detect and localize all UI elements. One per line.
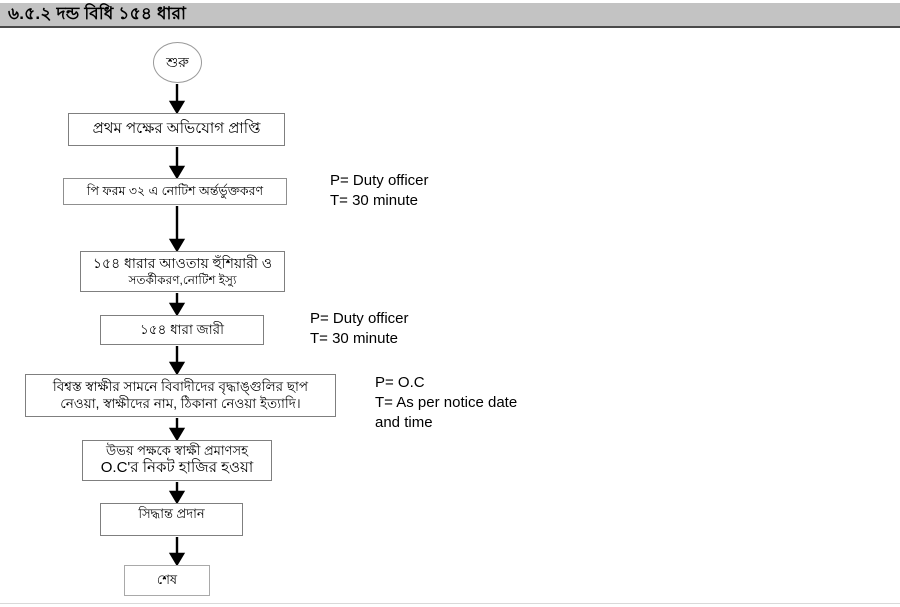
flow-step-label: ১৫৪ ধারা জারী (140, 321, 224, 337)
annotation-line: T= 30 minute (310, 330, 398, 347)
flow-step-label: সিদ্ধান্ত প্রদান (138, 506, 205, 521)
flow-step-label-line1: বিশ্বস্ত স্বাক্ষীর সামনে বিবাদীদের বৃদ্ধ… (52, 378, 309, 394)
flow-arrowhead (168, 302, 186, 317)
annotation-line: P= O.C (375, 374, 425, 391)
bottom-divider (0, 603, 900, 604)
flow-step-label-line2: O.C'র নিকট হাজির হওয়া (100, 459, 254, 477)
section-header: ৬.৫.২ দন্ড বিধি ১৫৪ ধারা (0, 3, 900, 28)
flow-start-label: শুরু (166, 53, 189, 70)
flow-step-decision-given: সিদ্ধান্ত প্রদান (100, 503, 243, 536)
flow-step-label-line1: উভয় পক্ষকে স্বাক্ষী প্রমাণসহ (106, 443, 248, 458)
flow-arrowhead (168, 165, 186, 180)
annotation-line: T= As per notice date (375, 394, 518, 411)
flow-step-label: প্রথম পক্ষের অভিযোগ প্রাপ্তি (92, 120, 261, 138)
annotation-line: P= Duty officer (310, 310, 409, 327)
flow-step-label-line1: ১৫৪ ধারার আওতায় হুঁশিয়ারী ও (92, 255, 273, 272)
flow-arrowhead (168, 238, 186, 253)
flow-step-154-issued: ১৫৪ ধারা জারী (100, 315, 264, 345)
flow-step-label-line2: নেওয়া, স্বাক্ষীদের নাম, ঠিকানা নেওয়া ই… (60, 395, 301, 411)
flow-arrowhead (168, 100, 186, 115)
flow-step-thumbprint-witness: বিশ্বস্ত স্বাক্ষীর সামনে বিবাদীদের বৃদ্ধ… (25, 374, 336, 417)
section-title: ৬.৫.২ দন্ড বিধি ১৫৪ ধারা (8, 3, 187, 23)
flow-arrowhead (168, 427, 186, 442)
flow-step-complaint-received: প্রথম পক্ষের অভিযোগ প্রাপ্তি (68, 113, 285, 146)
annotation-line: T= 30 minute (330, 192, 418, 209)
annotation-line: P= Duty officer (330, 172, 429, 189)
annotation-duty-officer-1: P= Duty officer T= 30 minute (330, 171, 429, 211)
flow-end-terminator: শেষ (124, 565, 210, 596)
annotation-line: and time (375, 414, 433, 431)
flow-arrowhead (168, 361, 186, 376)
flow-step-label-line2: সতর্কীকরণ,নোটিশ ইস্যু (128, 272, 237, 287)
flow-step-appear-before-oc: উভয় পক্ষকে স্বাক্ষী প্রমাণসহ O.C'র নিকট… (82, 440, 272, 481)
annotation-oc: P= O.C T= As per notice date and time (375, 373, 517, 433)
flow-start-terminator: শুরু (153, 42, 202, 83)
flow-arrowhead (168, 552, 186, 567)
flow-step-p-form-32-notice: পি ফরম ৩২ এ নোটিশ অর্ন্তর্ভুক্তকরণ (63, 178, 287, 205)
flow-step-label: পি ফরম ৩২ এ নোটিশ অর্ন্তর্ভুক্তকরণ (86, 183, 264, 198)
flow-step-warning-under-154: ১৫৪ ধারার আওতায় হুঁশিয়ারী ও সতর্কীকরণ,… (80, 251, 285, 292)
flow-end-label: শেষ (156, 572, 178, 588)
flow-arrowhead (168, 490, 186, 505)
annotation-duty-officer-2: P= Duty officer T= 30 minute (310, 309, 409, 349)
